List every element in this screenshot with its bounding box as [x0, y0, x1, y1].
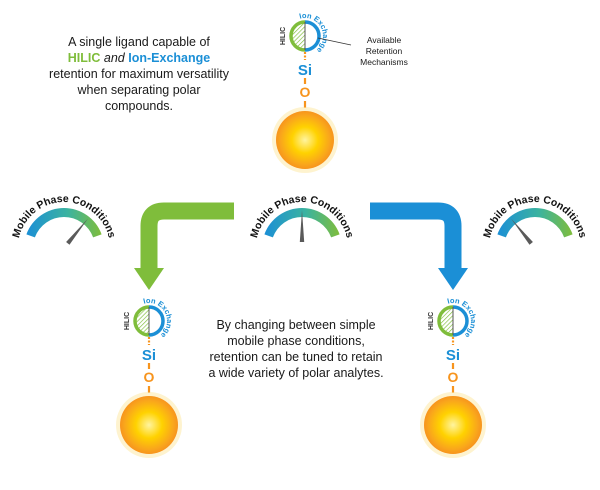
tuning-caption: By changing between simple mobile phase … [208, 318, 384, 380]
o-atom: O [300, 84, 311, 100]
gauge-band [26, 208, 102, 238]
gauge-needle [66, 218, 89, 245]
intro-post: retention for maximum versatility when s… [49, 67, 229, 113]
intro-ion: Ion-Exchange [128, 51, 211, 65]
gauge-title: Mobile Phase Conditions [481, 193, 589, 239]
ion-half [453, 307, 467, 335]
silica-particle [120, 396, 178, 454]
hilic-half [135, 307, 149, 335]
hilic-label: HILIC [280, 27, 287, 45]
ion-half [149, 307, 163, 335]
gauge-band [264, 208, 340, 238]
ion-exchange-label: Ion Exchange [446, 296, 478, 340]
silica-glow [272, 107, 338, 173]
si-atom: Si [446, 347, 460, 364]
intro-and: and [103, 51, 125, 65]
gauge-needle [510, 218, 533, 245]
gauge-center: Mobile Phase Conditions [248, 193, 356, 242]
gauge-right: Mobile Phase Conditions [481, 193, 589, 245]
gauge-title: Mobile Phase Conditions [10, 193, 118, 239]
intro-hilic: HILIC [67, 51, 101, 65]
ion-arc [304, 20, 321, 52]
hilic-half [439, 307, 453, 335]
o-atom: O [144, 369, 155, 385]
ion-exchange-label: Ion Exchange [142, 296, 174, 340]
gauge-title: Mobile Phase Conditions [248, 193, 356, 239]
ion-exchange-label: Ion Exchange [298, 11, 330, 55]
hilic-arc [289, 20, 306, 52]
si-atom: Si [142, 347, 156, 364]
gauge-band [497, 208, 573, 238]
hilic-half [291, 22, 305, 50]
silica-particle [424, 396, 482, 454]
green-flow-arrow [134, 202, 234, 290]
o-atom: O [448, 369, 459, 385]
ion-half [305, 22, 319, 50]
silica-glow [420, 392, 486, 458]
intro-pre: A single ligand capable of [68, 35, 210, 49]
hilic-arc [437, 305, 454, 337]
silica-glow [116, 392, 182, 458]
gauge-left: Mobile Phase Conditions [10, 193, 118, 245]
hilic-label: HILIC [428, 312, 435, 330]
available-mechanisms-label: Available Retention Mechanisms [360, 35, 408, 67]
ion-arc [452, 305, 469, 337]
ion-arc [148, 305, 165, 337]
hilic-arc [133, 305, 150, 337]
silica-particle [276, 111, 334, 169]
blue-flow-arrow [370, 202, 468, 290]
callout-line [317, 37, 352, 46]
hilic-label: HILIC [124, 312, 131, 330]
intro-text: A single ligand capable of HILIC and Ion… [46, 34, 232, 114]
gauge-needle [299, 210, 305, 242]
si-atom: Si [298, 62, 312, 79]
